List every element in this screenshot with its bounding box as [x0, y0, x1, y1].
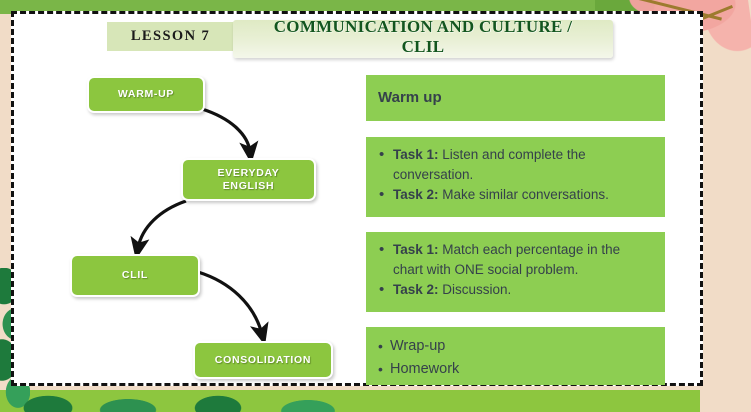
panel-clil-list: Task 1: Match each percentage in the cha…	[378, 239, 653, 300]
task-label: Task 1:	[393, 242, 439, 257]
decorative-green-band-bottom	[0, 390, 700, 412]
lesson-badge: LESSON 7	[107, 22, 234, 51]
panel-warm-up: Warm up	[366, 75, 665, 121]
flow-step-warm-up[interactable]: WARM-UP	[87, 76, 205, 113]
panel-warm-up-heading: Warm up	[378, 89, 442, 106]
flow-step-consolidation[interactable]: CONSOLIDATION	[193, 341, 333, 379]
arrow-everyday-to-clil	[130, 199, 187, 260]
panel-consolidation-list: Wrap-up Homework	[378, 334, 653, 381]
title-plate	[233, 20, 613, 58]
list-item: Task 2: Discussion.	[378, 279, 653, 300]
panel-clil: Task 1: Match each percentage in the cha…	[366, 232, 665, 312]
arrow-warmup-to-everyday	[201, 107, 259, 164]
panel-everyday-english-list: Task 1: Listen and complete the conversa…	[378, 144, 653, 205]
flow-step-clil[interactable]: CLIL	[70, 254, 200, 297]
task-label: Task 2:	[393, 187, 439, 202]
list-item: Task 2: Make similar conversations.	[378, 184, 653, 205]
arrow-clil-to-consolidation	[197, 270, 269, 346]
task-label: Task 2:	[393, 282, 439, 297]
task-text: Listen and complete the conversation.	[393, 147, 586, 182]
list-item: Homework	[378, 357, 653, 381]
page-title: COMMUNICATION AND CULTURE / CLIL	[273, 17, 573, 56]
task-text: Match each percentage in the chart with …	[393, 242, 621, 277]
task-text: Discussion.	[438, 282, 512, 297]
task-label: Task 1:	[393, 147, 439, 162]
list-item: Wrap-up	[378, 334, 653, 358]
content-card: LESSON 7 COMMUNICATION AND CULTURE / CLI…	[11, 11, 703, 386]
panel-everyday-english: Task 1: Listen and complete the conversa…	[366, 137, 665, 217]
task-text: Make similar conversations.	[438, 187, 609, 202]
list-item: Task 1: Listen and complete the conversa…	[378, 144, 653, 185]
panel-consolidation: Wrap-up Homework	[366, 327, 665, 385]
flow-arrows	[130, 107, 269, 346]
flow-step-everyday-english[interactable]: EVERYDAY ENGLISH	[181, 158, 316, 201]
list-item: Task 1: Match each percentage in the cha…	[378, 239, 653, 280]
